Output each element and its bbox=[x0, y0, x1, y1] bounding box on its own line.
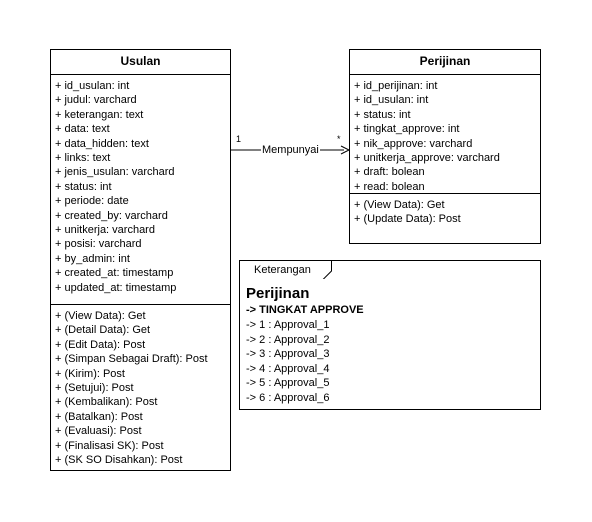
attribute: + id_usulan: int bbox=[55, 80, 130, 92]
method: + (Kembalikan): Post bbox=[55, 396, 158, 409]
method: + (Setujui): Post bbox=[55, 382, 134, 395]
attribute: + keterangan: text bbox=[55, 108, 144, 121]
note-keterangan: Keterangan Perijinan -> TINGKAT APPROVE … bbox=[239, 260, 541, 410]
method: + (Detail Data): Get bbox=[55, 324, 151, 337]
method: + (SK SO Disahkan): Post bbox=[55, 454, 183, 467]
attribute: + id_usulan: int bbox=[354, 94, 429, 107]
note-line: -> 4 : Approval_4 bbox=[246, 362, 330, 375]
method: + (View Data): Get bbox=[55, 310, 146, 322]
methods-compartment: + (View Data): Get + (Detail Data): Get … bbox=[51, 304, 230, 471]
method: + (Kirim): Post bbox=[55, 367, 125, 380]
method: + (Evaluasi): Post bbox=[55, 425, 142, 438]
attribute: + read: bolean bbox=[354, 180, 425, 193]
attributes-compartment: + id_perijinan: int + id_usulan: int + s… bbox=[350, 75, 540, 193]
note-tab-label: Keterangan bbox=[254, 264, 311, 276]
methods-compartment: + (View Data): Get + (Update Data): Post bbox=[350, 193, 540, 231]
note-line: -> 3 : Approval_3 bbox=[246, 348, 330, 360]
attribute: + id_perijinan: int bbox=[354, 80, 438, 92]
class-usulan: Usulan + id_usulan: int + judul: varchar… bbox=[50, 49, 231, 471]
target-multiplicity: * bbox=[337, 134, 341, 144]
note-line: -> 5 : Approval_5 bbox=[246, 377, 330, 389]
attributes-compartment: + id_usulan: int + judul: varchard + ket… bbox=[51, 75, 230, 304]
attribute: + jenis_usulan: varchard bbox=[55, 166, 175, 179]
attribute: + posisi: varchard bbox=[55, 238, 142, 251]
method: + (View Data): Get bbox=[354, 199, 445, 211]
association-label: Mempunyai bbox=[261, 144, 320, 157]
attribute: + by_admin: int bbox=[55, 252, 130, 265]
arrowhead-icon bbox=[340, 145, 351, 155]
attribute: + judul: varchard bbox=[55, 94, 137, 107]
attribute: + status: int bbox=[55, 180, 112, 193]
class-perijinan: Perijinan + id_perijinan: int + id_usula… bbox=[349, 49, 541, 244]
attribute: + draft: bolean bbox=[354, 166, 425, 179]
attribute: + created_at: timestamp bbox=[55, 267, 174, 280]
method: + (Edit Data): Post bbox=[55, 338, 146, 351]
attribute: + nik_approve: varchard bbox=[354, 137, 473, 150]
note-line: -> 1 : Approval_1 bbox=[246, 319, 330, 331]
method: + (Batalkan): Post bbox=[55, 410, 143, 423]
method: + (Update Data): Post bbox=[354, 213, 461, 226]
note-tab-frame bbox=[240, 261, 332, 279]
attribute: + unitkerja_approve: varchard bbox=[354, 152, 500, 165]
attribute: + data_hidden: text bbox=[55, 137, 149, 150]
attribute: + status: int bbox=[354, 108, 411, 121]
attribute: + created_by: varchard bbox=[55, 209, 168, 222]
note-line: -> 6 : Approval_6 bbox=[246, 391, 330, 404]
note-heading: Perijinan bbox=[246, 285, 310, 302]
attribute: + tingkat_approve: int bbox=[354, 123, 460, 136]
class-title: Perijinan bbox=[350, 50, 540, 75]
attribute: + unitkerja: varchard bbox=[55, 224, 155, 237]
attribute: + links: text bbox=[55, 152, 111, 165]
note-subheading: -> TINGKAT APPROVE bbox=[246, 304, 364, 316]
attribute: + data: text bbox=[55, 123, 110, 136]
source-multiplicity: 1 bbox=[236, 134, 242, 144]
method: + (Simpan Sebagai Draft): Post bbox=[55, 353, 208, 366]
note-line: -> 2 : Approval_2 bbox=[246, 333, 330, 346]
method: + (Finalisasi SK): Post bbox=[55, 439, 164, 452]
attribute: + periode: date bbox=[55, 195, 129, 208]
note-body: Perijinan -> TINGKAT APPROVE -> 1 : Appr… bbox=[246, 285, 364, 405]
attribute: + updated_at: timestamp bbox=[55, 281, 177, 294]
class-title: Usulan bbox=[51, 50, 230, 75]
